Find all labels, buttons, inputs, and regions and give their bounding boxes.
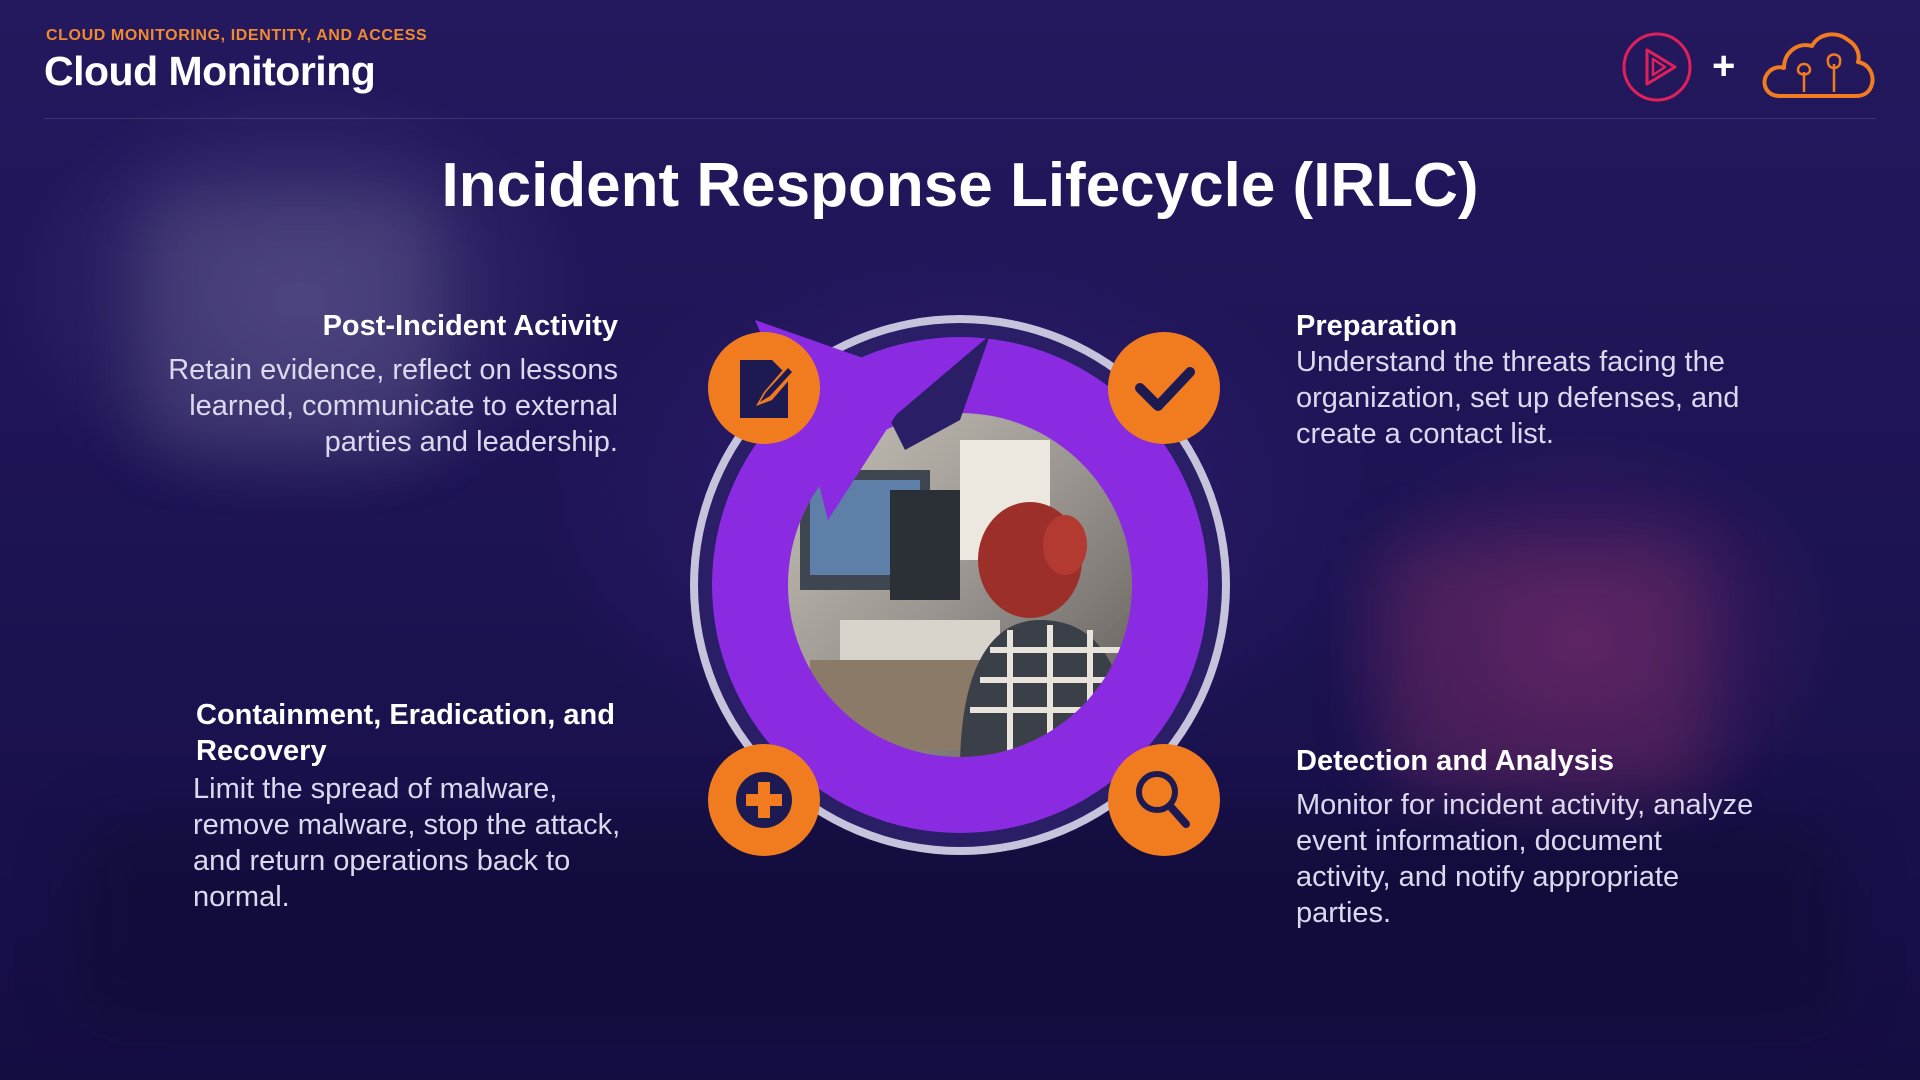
section-preparation: Preparation Understand the threats facin…	[1296, 308, 1756, 452]
section-body: Limit the spread of malware, remove malw…	[193, 773, 621, 913]
header-title: Cloud Monitoring	[44, 48, 376, 94]
section-heading: Containment, Eradication, and Recovery	[196, 699, 615, 767]
header-divider	[44, 118, 1876, 119]
section-post-incident-activity: Post-Incident Activity Retain evidence, …	[150, 308, 618, 460]
plus-icon: +	[1712, 44, 1736, 88]
section-body: Understand the threats facing the organi…	[1296, 346, 1740, 450]
medical-plus-icon	[708, 744, 820, 856]
header-eyebrow: CLOUD MONITORING, IDENTITY, AND ACCESS	[46, 27, 428, 44]
section-containment-eradication-recovery: Containment, Eradication, and Recovery L…	[193, 697, 646, 915]
section-heading: Post-Incident Activity	[322, 310, 618, 342]
section-heading: Detection and Analysis	[1296, 745, 1615, 777]
page-title: Incident Response Lifecycle (IRLC)	[441, 151, 1479, 220]
section-body: Retain evidence, reflect on lessons lear…	[168, 354, 618, 458]
center-photo	[788, 413, 1132, 757]
checkmark-icon	[1108, 332, 1220, 444]
play-logo-icon	[1622, 32, 1692, 102]
document-edit-icon	[708, 332, 820, 444]
section-body: Monitor for incident activity, analyze e…	[1296, 789, 1754, 929]
cloud-logo-icon	[1762, 32, 1875, 98]
section-heading: Preparation	[1296, 310, 1458, 342]
section-detection-analysis: Detection and Analysis Monitor for incid…	[1296, 743, 1756, 931]
magnifier-icon	[1108, 744, 1220, 856]
lifecycle-diagram	[690, 315, 1230, 856]
